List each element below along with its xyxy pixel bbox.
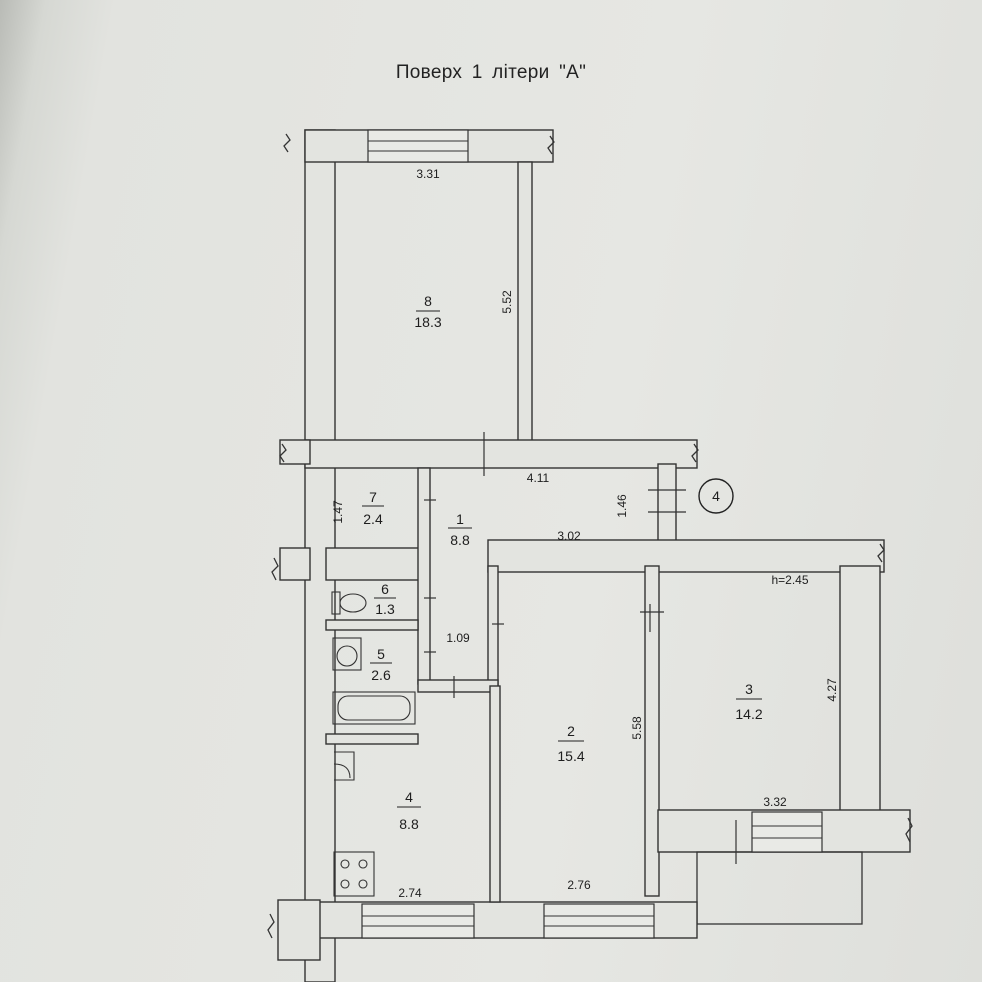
window-room3 [751, 811, 823, 853]
dim-room2-length: 5.58 [630, 716, 644, 740]
break-line-1 [283, 133, 291, 153]
room-2-label: 2 15.4 [557, 723, 584, 764]
room-3-number: 3 [745, 681, 753, 697]
wall-stub-left-1 [279, 439, 311, 465]
room-4-number: 4 [405, 789, 413, 805]
stove-icon [333, 851, 375, 897]
window-room8 [367, 129, 469, 163]
page-title: Поверх 1 літери "А" [395, 62, 587, 83]
room-5-number: 5 [377, 646, 385, 662]
dim-room8-width: 3.31 [416, 167, 440, 181]
wall-right-room8 [517, 161, 533, 443]
wall-between-2-3 [644, 565, 660, 897]
wall-left-bottom [277, 899, 321, 961]
room-7-label: 7 2.4 [362, 489, 384, 527]
break-line-2 [547, 135, 555, 155]
room-4-label: 4 8.8 [397, 789, 421, 832]
dim-room8-length: 5.52 [500, 290, 514, 314]
room-8-label: 8 18.3 [414, 293, 441, 330]
wall-corridor-right [657, 463, 677, 545]
room-6-number: 6 [381, 581, 389, 597]
wall-room6-5 [325, 619, 419, 631]
window-room4 [361, 903, 475, 939]
room-2-number: 2 [567, 723, 575, 739]
dim-room3-length: 4.27 [825, 678, 839, 702]
room-3-label: 3 14.2 [735, 681, 762, 722]
wall-room4-2 [489, 685, 501, 903]
balcony-room3 [696, 851, 863, 925]
wall-above-rooms-2-3 [487, 539, 885, 573]
room-3-area: 14.2 [735, 706, 762, 722]
dim-corridor-length: 4.11 [527, 471, 550, 485]
dim-room3-width: 3.32 [763, 795, 787, 809]
dim-corridor-width-right: 1.46 [615, 494, 629, 518]
break-line-3 [691, 443, 699, 463]
room-7-number: 7 [369, 489, 377, 505]
break-line-5 [905, 817, 913, 843]
dim-room2-width: 2.76 [567, 878, 591, 892]
room-8-number: 8 [424, 293, 432, 309]
dim-room7-depth: 1.47 [331, 500, 345, 524]
dim-corridor-lower: 3.02 [557, 529, 581, 543]
room-7-area: 2.4 [363, 511, 383, 527]
room-1-number: 1 [456, 511, 464, 527]
kitchen-sink-icon [333, 751, 355, 781]
wall-room5-4 [325, 733, 419, 745]
dim-hall-width: 1.09 [446, 631, 470, 645]
sink-icon [332, 637, 362, 671]
toilet-icon [331, 591, 367, 615]
break-line-4 [877, 543, 885, 563]
room-1-area: 8.8 [450, 532, 470, 548]
room-2-area: 15.4 [557, 748, 584, 764]
room-5-area: 2.6 [371, 667, 391, 683]
balcony-marker-label: 4 [712, 488, 720, 504]
break-line-8 [267, 913, 275, 939]
ceiling-height: h=2.45 [771, 573, 808, 587]
wall-hall-right [487, 565, 499, 687]
room-1-label: 1 8.8 [448, 511, 472, 548]
wall-corridor-top [304, 439, 698, 469]
break-line-6 [279, 443, 287, 463]
wall-room7-bottom [325, 547, 421, 581]
bathtub-icon [332, 691, 416, 725]
room-8-area: 18.3 [414, 314, 441, 330]
room-6-label: 6 1.3 [374, 581, 396, 617]
balcony-marker-circle [698, 478, 734, 514]
break-line-7 [271, 557, 279, 581]
door-marks [424, 432, 737, 864]
room-4-area: 8.8 [399, 816, 419, 832]
wall-right-room3 [839, 565, 881, 817]
wall-stub-left-2 [279, 547, 311, 581]
window-room2 [543, 903, 655, 939]
room-6-area: 1.3 [375, 601, 395, 617]
wall-room4-top [417, 679, 499, 693]
dim-room4-width: 2.74 [398, 886, 422, 900]
room-5-label: 5 2.6 [370, 646, 392, 683]
